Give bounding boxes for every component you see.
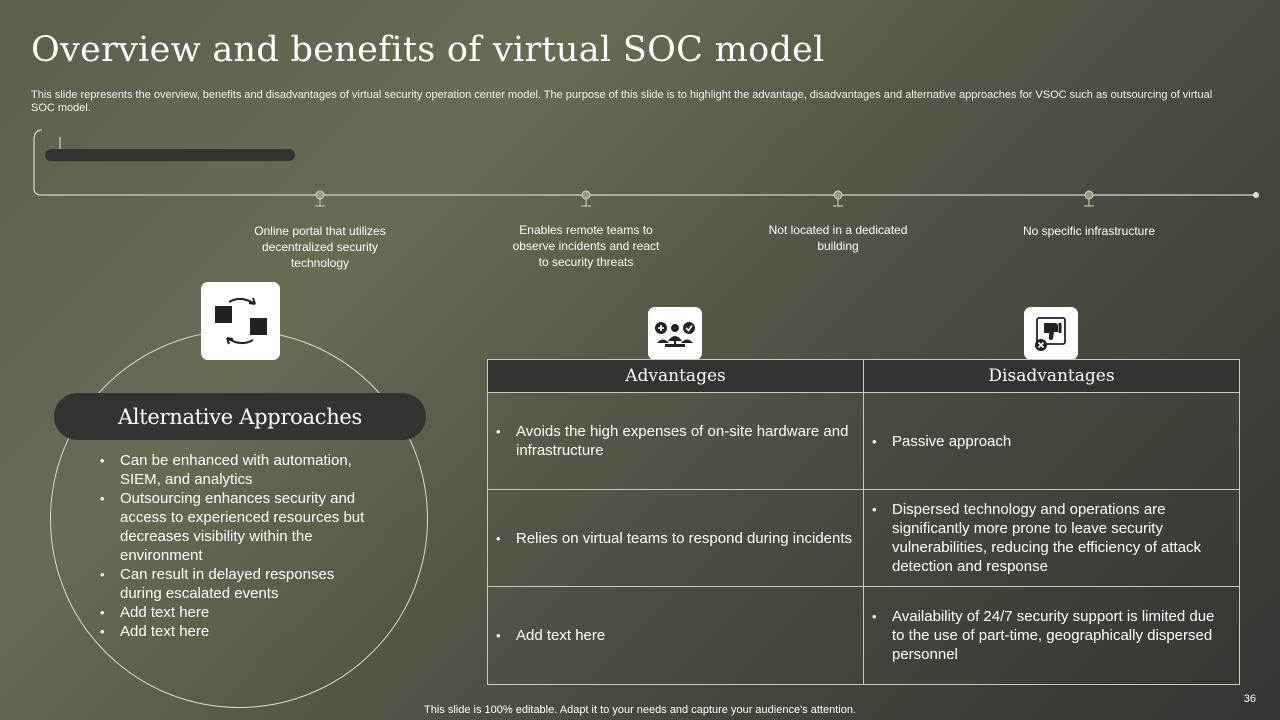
list-item: Add text here (100, 622, 380, 641)
timeline-marker-2 (581, 190, 591, 207)
table-row: Avoids the high expenses of on-site hard… (487, 392, 1240, 490)
advantages-disadvantages-table: Advantages Disadvantages Avoids the high… (487, 359, 1240, 685)
slide-subtitle: This slide represents the overview, bene… (31, 89, 1213, 114)
alternative-heading: Alternative Approaches (54, 393, 426, 440)
timeline-label-3: Not located in a dedicated building (768, 223, 908, 253)
timeline-line (33, 129, 1256, 196)
table-row: Relies on virtual teams to respond durin… (487, 489, 1240, 587)
list-item: Can be enhanced with automation, SIEM, a… (100, 451, 380, 489)
page-number: 36 (1243, 693, 1256, 705)
table-cell: Add text here (487, 586, 864, 685)
list-item: Add text here (100, 603, 380, 622)
footer-note: This slide is 100% editable. Adapt it to… (0, 704, 1280, 716)
timeline-label-1: Online portal that utilizes decentralize… (254, 224, 386, 270)
alternative-list: Can be enhanced with automation, SIEM, a… (100, 451, 380, 641)
thumbs-down-icon (1035, 316, 1066, 351)
cell-text: Dispersed technology and operations are … (872, 500, 1229, 576)
timeline-marker-3 (833, 190, 843, 207)
timeline-marker-4 (1084, 190, 1094, 207)
timeline-graphic (33, 129, 1259, 207)
list-item: Can result in delayed responses during e… (100, 565, 380, 603)
list-item: Outsourcing enhances security and access… (100, 489, 380, 565)
table-cell: Dispersed technology and operations are … (863, 489, 1240, 587)
cell-text: Availability of 24/7 security support is… (872, 607, 1229, 664)
table-cell: Passive approach (863, 392, 1240, 490)
slide-title: Overview and benefits of virtual SOC mod… (31, 30, 825, 70)
cell-text: Passive approach (872, 432, 1229, 451)
advantages-icon-box (648, 307, 702, 360)
timeline-label-2: Enables remote teams to observe incident… (512, 223, 660, 269)
table-cell: Avoids the high expenses of on-site hard… (487, 392, 864, 490)
timeline-marker-1 (315, 190, 325, 207)
alternative-icon-box (201, 282, 280, 360)
cell-text: Add text here (496, 626, 853, 645)
footer-text: This slide is 100% editable. Adapt it to… (424, 704, 856, 716)
swap-arrows-icon (214, 297, 267, 345)
timeline-progress-bar (45, 149, 295, 161)
cell-text: Relies on virtual teams to respond durin… (496, 529, 853, 548)
advantages-header: Advantages (487, 359, 864, 393)
cell-text: Avoids the high expenses of on-site hard… (496, 422, 853, 460)
table-cell: Relies on virtual teams to respond durin… (487, 489, 864, 587)
disadvantages-icon-box (1024, 307, 1078, 360)
timeline-label-4: No specific infrastructure (1022, 224, 1156, 238)
team-plus-check-icon (655, 321, 695, 347)
timeline-end-dot (1253, 192, 1259, 198)
table-cell: Availability of 24/7 security support is… (863, 586, 1240, 685)
table-row: Add text here Availability of 24/7 secur… (487, 586, 1240, 685)
disadvantages-header: Disadvantages (863, 359, 1240, 393)
